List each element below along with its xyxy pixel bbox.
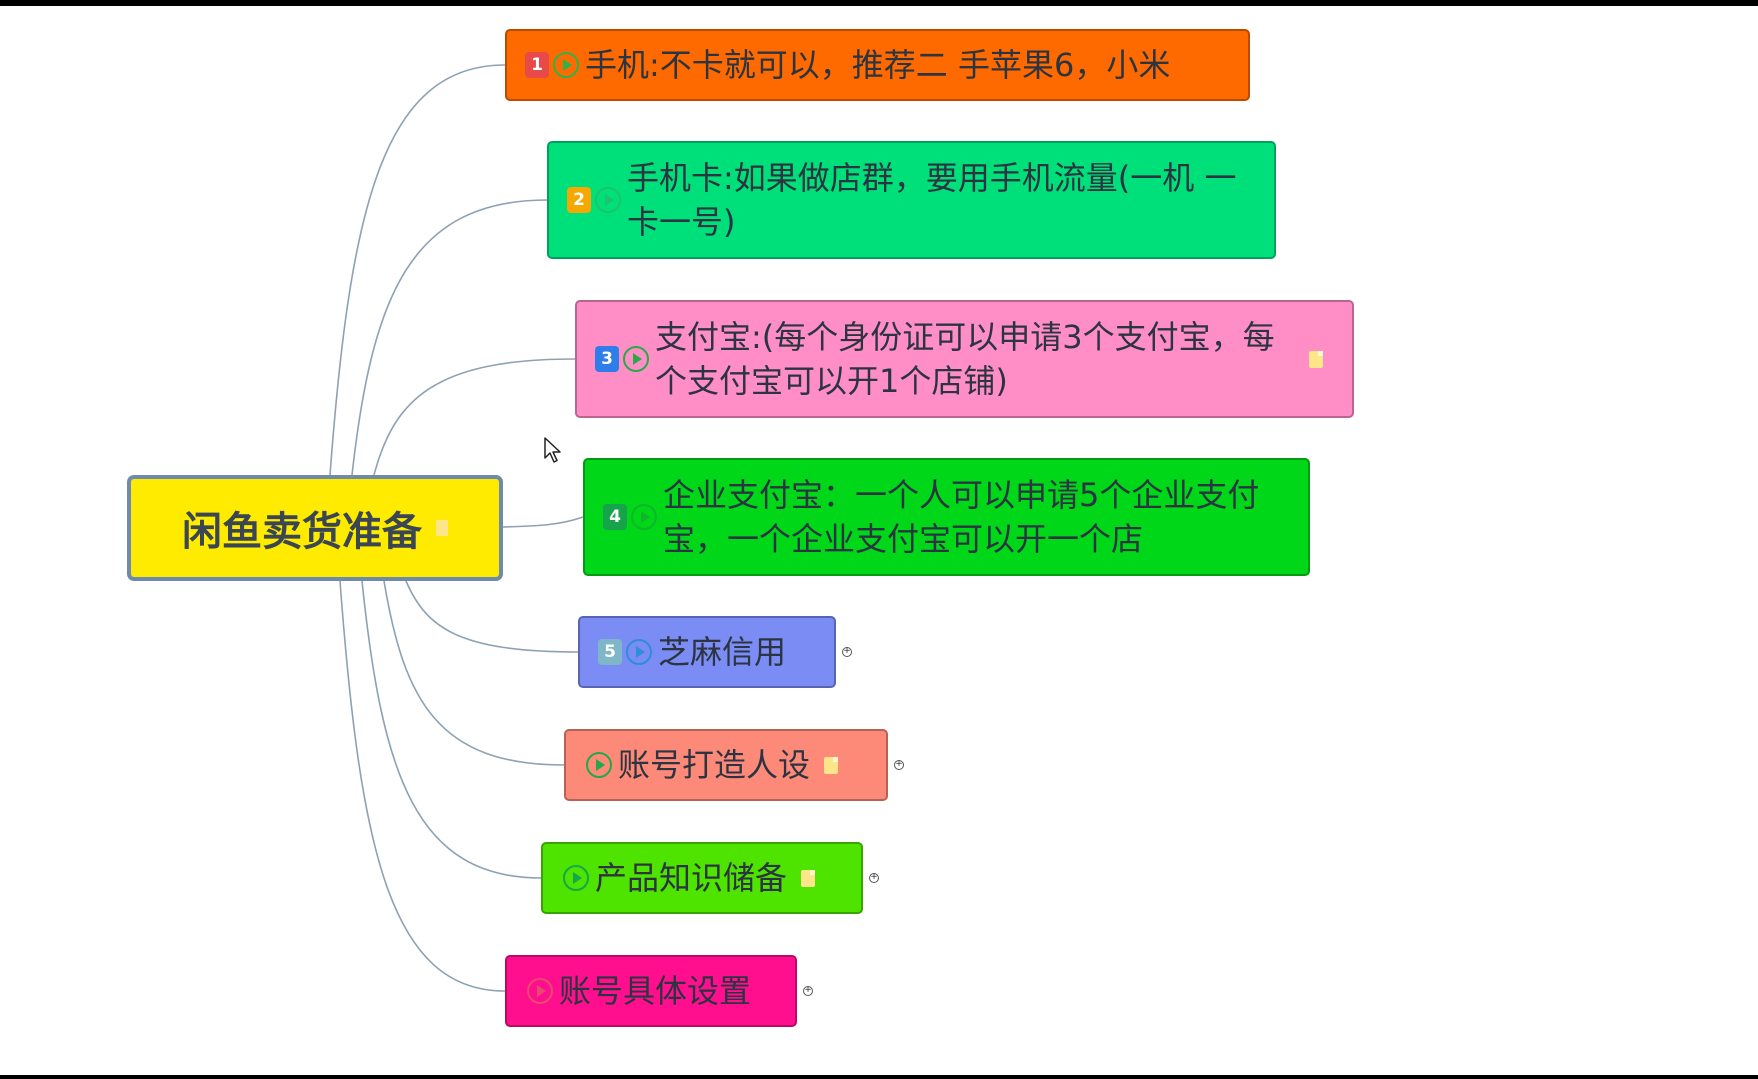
connector-line bbox=[329, 64, 506, 476]
play-icon[interactable] bbox=[586, 752, 612, 778]
connector-line bbox=[339, 580, 506, 992]
connector-line bbox=[361, 580, 542, 879]
branch-topic-text: 企业支付宝：一个人可以申请5个企业支付宝，一个企业支付宝可以开一个店 bbox=[663, 476, 1260, 558]
play-icon[interactable] bbox=[631, 504, 657, 530]
connector-line bbox=[383, 580, 565, 766]
priority-badge: 1 bbox=[525, 52, 549, 78]
branch-topic-text: 手机卡:如果做店群，要用手机流量(一机 一卡一号) bbox=[627, 159, 1237, 241]
branch-topic-text: 手机:不卡就可以，推荐二 手苹果6，小米 bbox=[585, 46, 1171, 84]
branch-topic-text: 账号具体设置 bbox=[559, 972, 752, 1010]
branch-topic[interactable]: 4 企业支付宝：一个人可以申请5个企业支付宝，一个企业支付宝可以开一个店 bbox=[583, 458, 1310, 576]
branch-topic[interactable]: 3 支付宝:(每个身份证可以申请3个支付宝，每个支付宝可以开1个店铺) bbox=[575, 300, 1354, 418]
root-topic[interactable]: 闲鱼卖货准备 bbox=[127, 475, 503, 581]
root-topic-title: 闲鱼卖货准备 bbox=[182, 509, 422, 555]
branch-topic-text: 产品知识储备 bbox=[595, 859, 788, 897]
note-icon[interactable] bbox=[436, 520, 448, 536]
connector-lines bbox=[329, 64, 584, 992]
branch-topic[interactable]: 1 手机:不卡就可以，推荐二 手苹果6，小米 bbox=[505, 29, 1250, 101]
branch-topic-text: 支付宝:(每个身份证可以申请3个支付宝，每个支付宝可以开1个店铺) bbox=[655, 318, 1275, 400]
play-icon[interactable] bbox=[595, 187, 621, 213]
branch-topic[interactable]: 账号打造人设 bbox=[564, 729, 888, 801]
play-icon[interactable] bbox=[623, 346, 649, 372]
play-icon[interactable] bbox=[563, 865, 589, 891]
mouse-cursor-icon bbox=[544, 437, 561, 463]
expand-toggle-icon[interactable]: + bbox=[803, 985, 813, 996]
play-icon[interactable] bbox=[527, 978, 553, 1004]
branch-topic-text: 芝麻信用 bbox=[658, 633, 787, 671]
connector-line bbox=[502, 516, 584, 528]
note-icon[interactable] bbox=[801, 869, 816, 887]
note-icon[interactable] bbox=[824, 756, 839, 774]
branch-topic[interactable]: 产品知识储备 bbox=[541, 842, 863, 914]
expand-toggle-icon[interactable]: + bbox=[869, 872, 879, 883]
expand-toggle-icon[interactable]: + bbox=[842, 646, 852, 657]
branch-topic[interactable]: 账号具体设置 bbox=[505, 955, 797, 1027]
expand-toggle-icon[interactable]: + bbox=[894, 759, 904, 770]
play-icon[interactable] bbox=[626, 639, 652, 665]
branch-topic-text: 账号打造人设 bbox=[618, 746, 811, 784]
priority-badge: 5 bbox=[598, 639, 622, 665]
connector-line bbox=[351, 199, 548, 476]
priority-badge: 2 bbox=[567, 187, 591, 213]
branch-topic[interactable]: 2 手机卡:如果做店群，要用手机流量(一机 一卡一号) bbox=[547, 141, 1276, 259]
note-icon[interactable] bbox=[1309, 350, 1323, 368]
branch-topic[interactable]: 5 芝麻信用 bbox=[578, 616, 836, 688]
priority-badge: 4 bbox=[603, 504, 627, 530]
mindmap-canvas: 闲鱼卖货准备 1 手机:不卡就可以，推荐二 手苹果6，小米 2 手机卡:如果做店群，要… bbox=[0, 6, 1758, 1075]
connector-line bbox=[373, 358, 576, 476]
connector-line bbox=[405, 580, 579, 653]
priority-badge: 3 bbox=[595, 346, 619, 372]
play-icon[interactable] bbox=[553, 52, 579, 78]
